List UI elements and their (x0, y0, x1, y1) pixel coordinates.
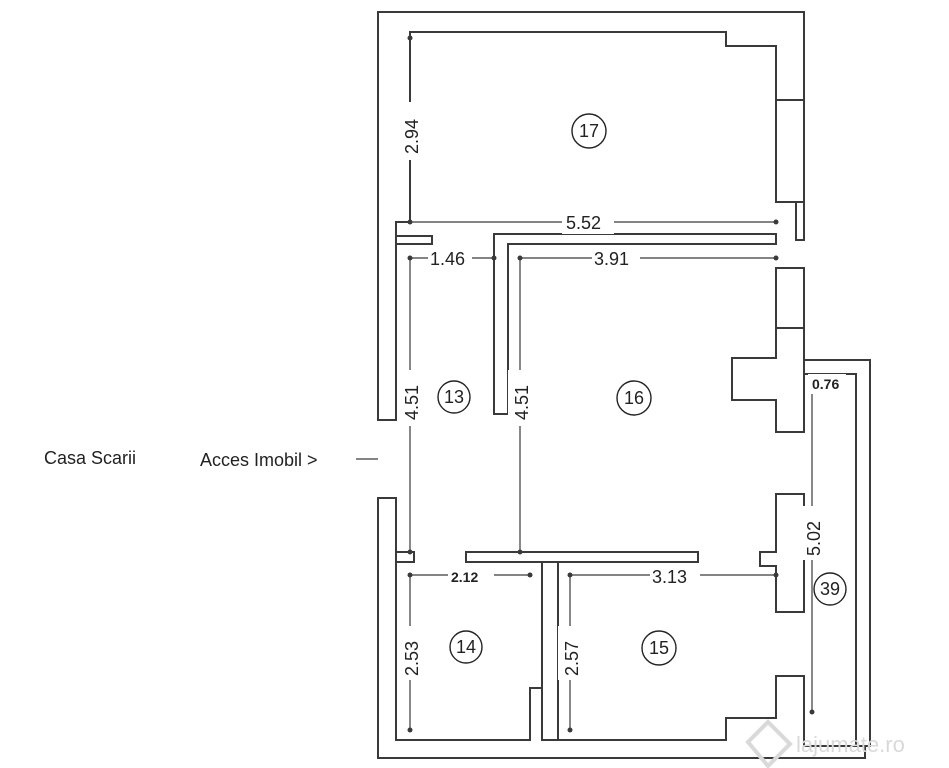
dim-r15-width: 3.13 (652, 567, 687, 587)
watermark-logo-icon (745, 719, 793, 768)
dim-r39-length: 5.02 (804, 521, 824, 556)
room-39-number: 39 (820, 579, 840, 599)
room-16-number: 16 (624, 388, 644, 408)
building-access-label: Acces Imobil > (200, 450, 318, 470)
window-17 (775, 99, 805, 203)
watermark: lajumate.ro (745, 719, 905, 768)
room-39: 39 (813, 572, 847, 606)
outer-wall-top (377, 11, 805, 421)
watermark-text: lajumate.ro (796, 732, 905, 757)
wall-13-stub (395, 235, 433, 245)
wall-column-right (759, 493, 805, 613)
dim-r39-width: 0.76 (812, 376, 839, 392)
dim-r14-width: 2.12 (451, 569, 478, 585)
room-13: 13 (437, 380, 471, 414)
outer-wall-bottom (377, 497, 866, 759)
room-17: 17 (571, 113, 607, 149)
room-13-number: 13 (444, 387, 464, 407)
room-14-number: 14 (456, 637, 476, 657)
room-15: 15 (641, 630, 677, 666)
wall-14-15 (465, 551, 699, 563)
room-17-number: 17 (579, 121, 599, 141)
window-16 (775, 267, 805, 329)
dim-r13-length: 4.51 (402, 385, 422, 420)
dim-r13-width: 1.46 (430, 249, 465, 269)
room-14: 14 (449, 630, 483, 664)
dim-r16-width: 3.91 (594, 249, 629, 269)
dim-r17-height: 2.94 (402, 119, 422, 154)
dim-r14-height: 2.53 (402, 641, 422, 676)
room-15-number: 15 (649, 638, 669, 658)
dim-r16-length: 4.51 (512, 385, 532, 420)
stairwell-label: Casa Scarii (44, 448, 136, 468)
room-16: 16 (616, 380, 652, 416)
wall-notch-right (731, 327, 805, 433)
wall-15-left (541, 561, 559, 741)
dim-r17-width: 5.52 (566, 213, 601, 233)
wall-13-16 (493, 233, 777, 415)
dim-r15-height: 2.57 (562, 641, 582, 676)
